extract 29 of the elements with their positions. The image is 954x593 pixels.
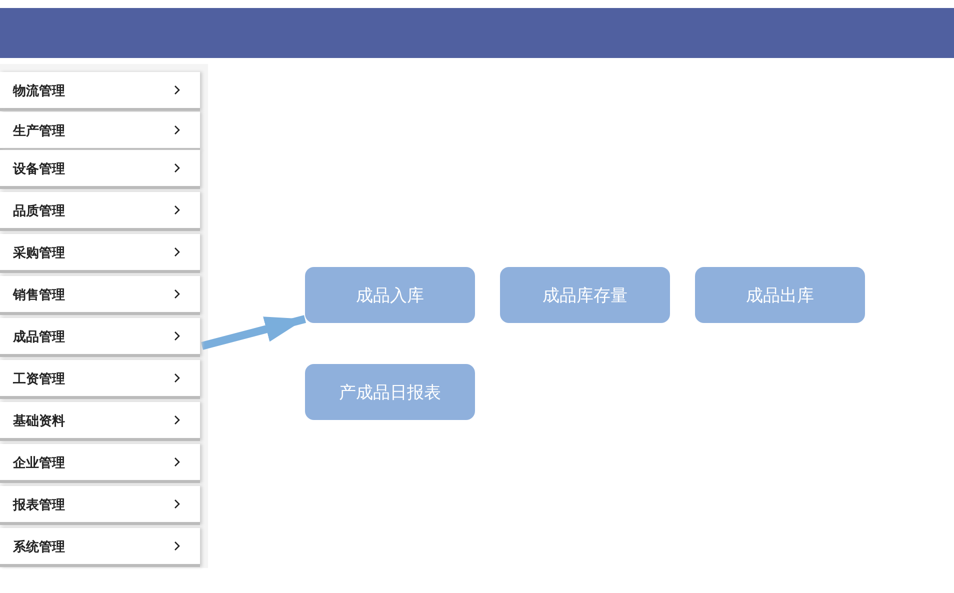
function-button: 产成品日报表	[305, 364, 475, 420]
menu-label: 物流管理	[13, 82, 65, 100]
function-button: 成品入库	[305, 267, 475, 323]
menu-item	[0, 150, 200, 189]
menu-item	[0, 528, 200, 567]
menu-item	[0, 486, 200, 525]
menu-label: 工资管理	[13, 371, 65, 388]
menu-item	[0, 276, 200, 315]
menu-item	[0, 192, 200, 231]
menu-item	[0, 444, 200, 483]
function-button: 成品库存量	[500, 267, 670, 323]
menu-label: 系统管理	[13, 538, 65, 556]
menu-label: 设备管理	[13, 161, 65, 178]
menu-item	[0, 234, 200, 273]
menu-item	[0, 72, 200, 111]
menu-label: 品质管理	[13, 203, 65, 220]
menu-label: 基础资料	[13, 413, 65, 430]
menu-label: 企业管理	[13, 455, 65, 472]
menu-item	[0, 318, 200, 357]
function-button: 成品出库	[695, 267, 865, 323]
menu-label: 成品管理	[13, 329, 65, 346]
menu-item	[0, 360, 200, 399]
menu-label: 采购管理	[13, 244, 65, 262]
menu-item	[0, 112, 200, 151]
menu-label: 生产管理	[13, 122, 65, 140]
menu-item	[0, 402, 200, 441]
arrow	[200, 315, 306, 350]
menu-label: 销售管理	[13, 287, 65, 304]
menu-label: 报表管理	[13, 497, 65, 514]
